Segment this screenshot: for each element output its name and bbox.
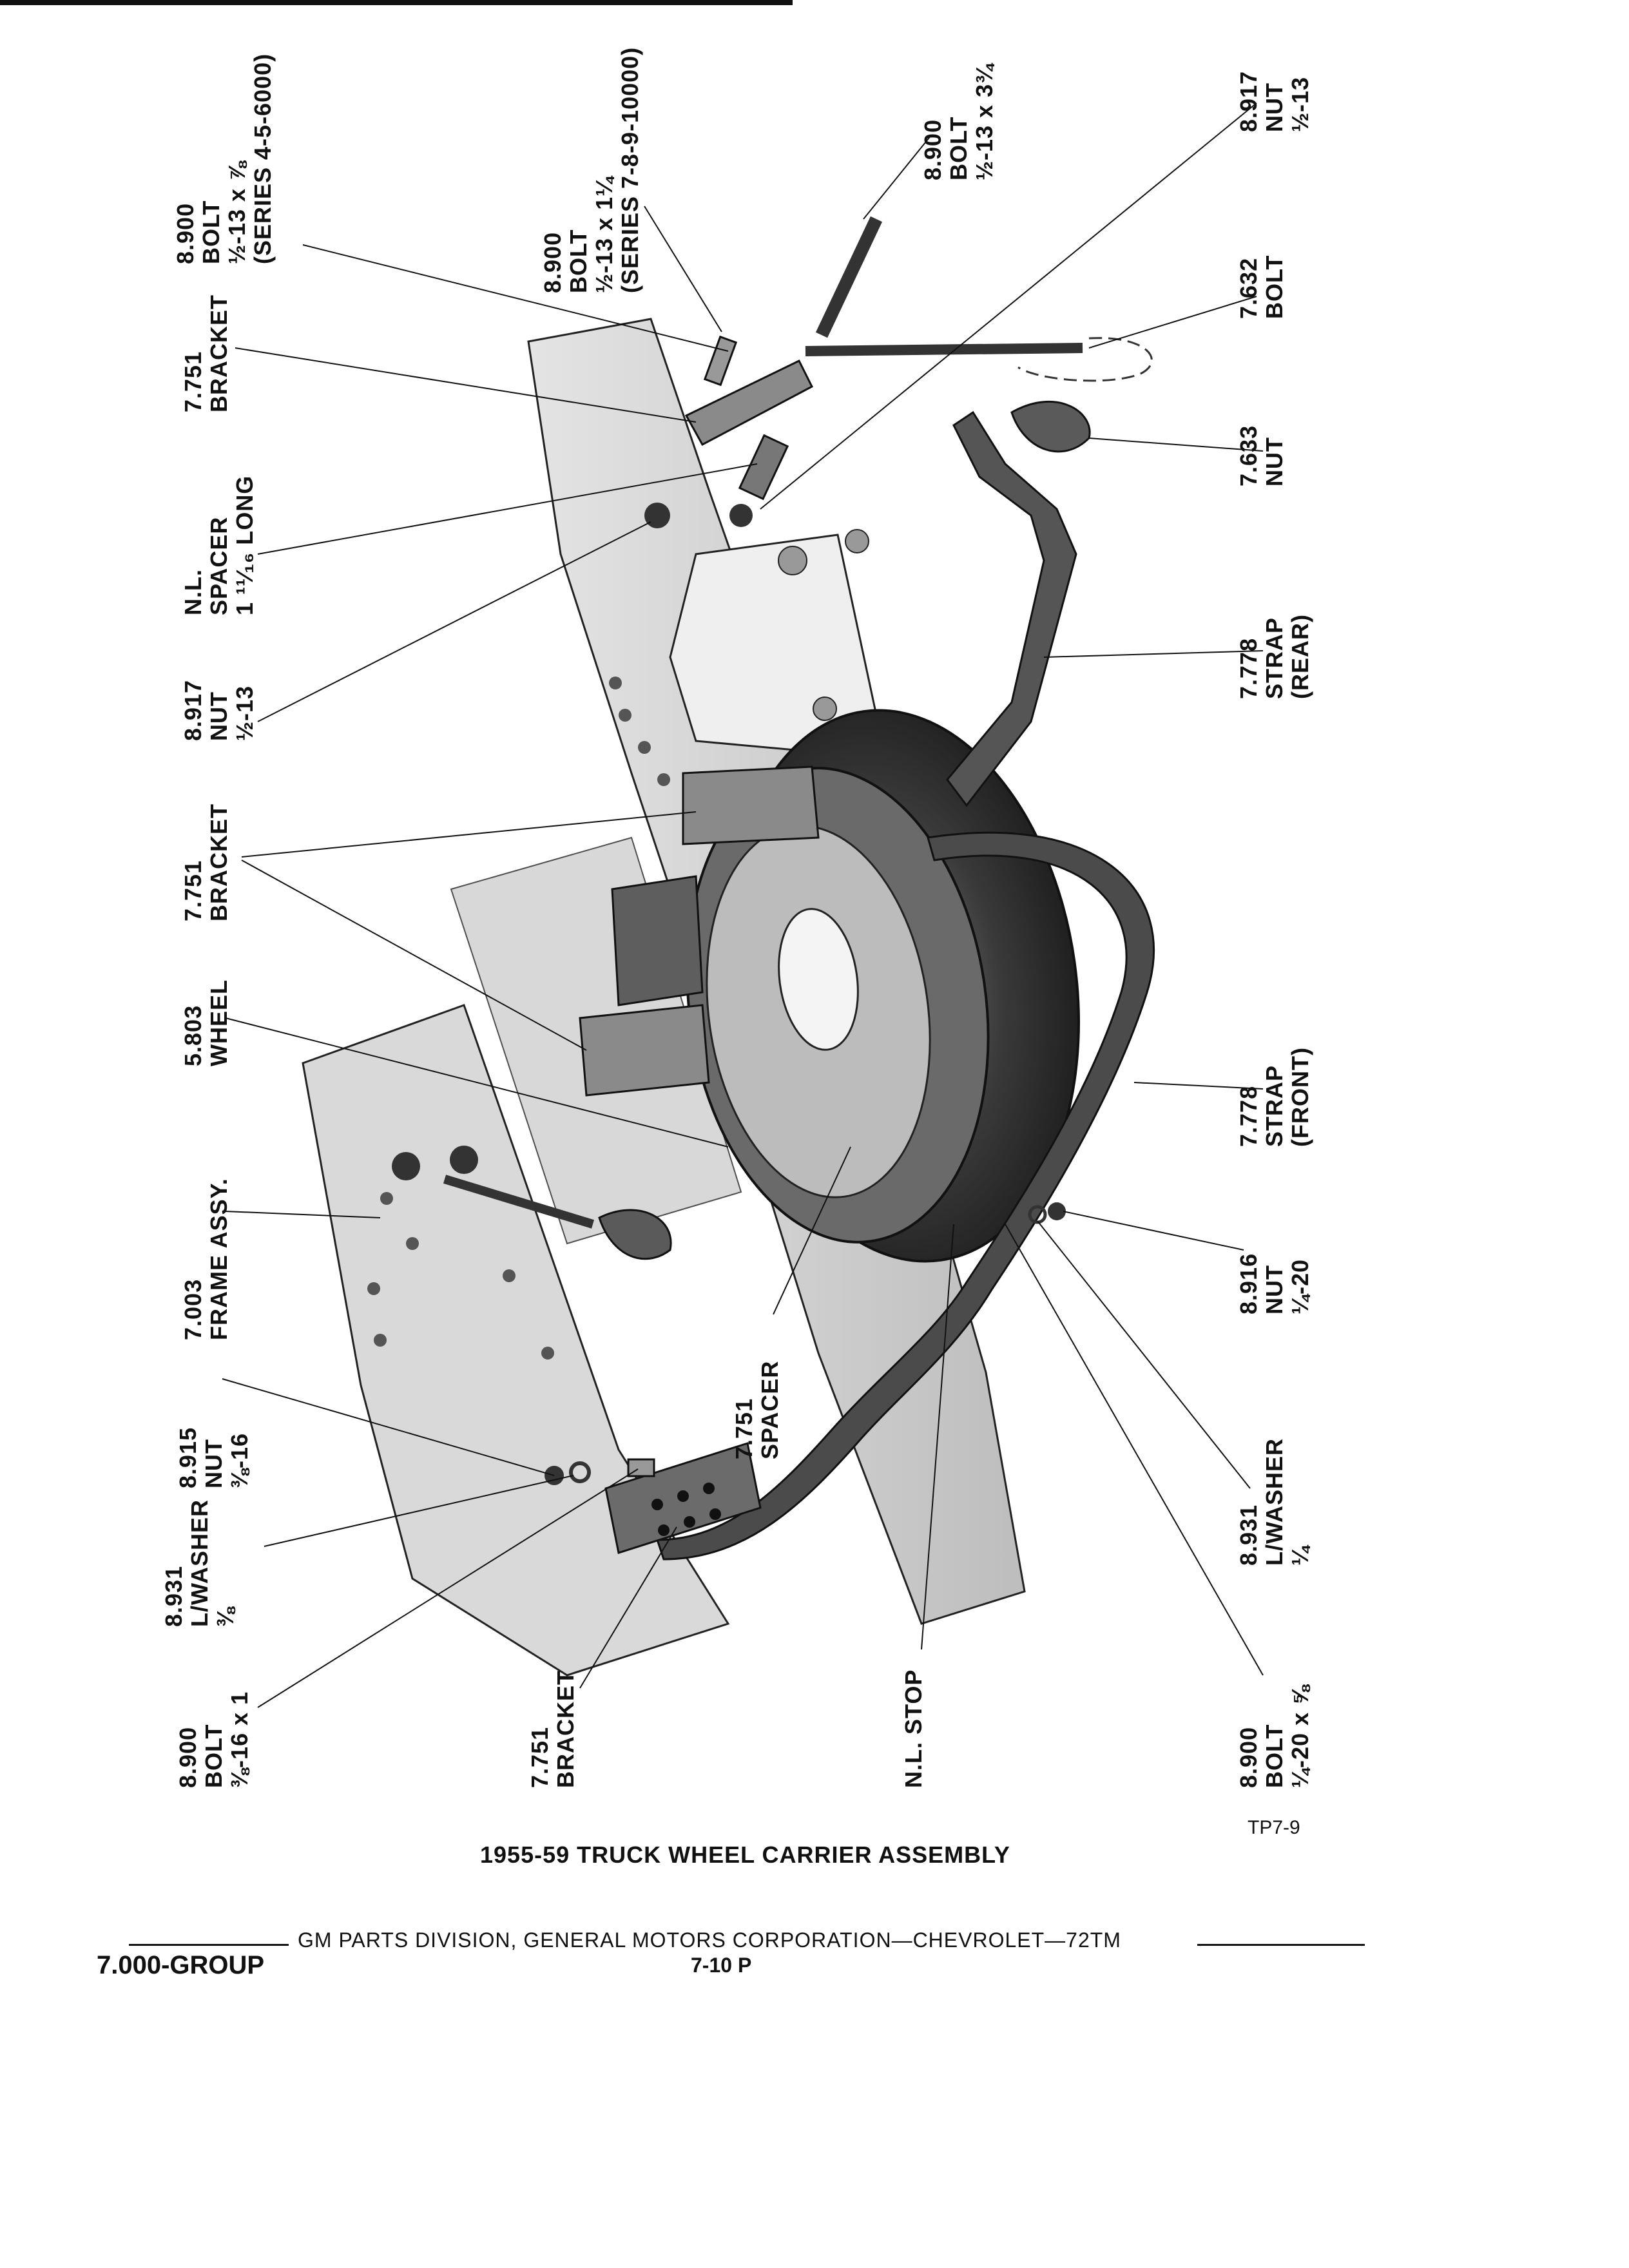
middle-bracket-side	[611, 875, 704, 1006]
callout-wing-nut: 7.633 NUT	[1235, 425, 1287, 486]
callout-bolt-three-eighths: 8.900 BOLT ⅜-16 x 1	[175, 1691, 253, 1788]
callout-bolt-series-7-8-9-10000: 8.900 BOLT ½-13 x 1¼ (SERIES 7-8-9-10000…	[539, 46, 643, 293]
eye-bolt-loop	[1017, 337, 1153, 382]
callout-wheel: 5.803 WHEEL	[180, 979, 232, 1066]
middle-bracket-upper	[682, 765, 820, 845]
callout-stop: N.L. STOP	[900, 1669, 927, 1788]
callout-washer-three-eighths: 8.931 L/WASHER ⅜	[160, 1499, 238, 1627]
callout-nut-three-eighths: 8.915 NUT ⅜-16	[175, 1427, 253, 1488]
callout-washer-quarter: 8.931 L/WASHER ¼	[1235, 1437, 1313, 1566]
callout-bracket-middle: 7.751 BRACKET	[180, 803, 232, 921]
footer-publisher: GM PARTS DIVISION, GENERAL MOTORS CORPOR…	[298, 1928, 1121, 1952]
front-tie-rod	[443, 1175, 595, 1229]
callout-nut-left: 8.917 NUT ½-13	[180, 679, 258, 741]
callout-strap-rear: 7.778 STRAP (REAR)	[1235, 614, 1313, 699]
strap-rear-shape	[946, 410, 1077, 807]
callout-eye-bolt: 7.632 BOLT	[1235, 255, 1287, 319]
callout-spacer-long: N.L. SPACER 1 ¹¹⁄₁₆ LONG	[180, 475, 258, 615]
nut-left-part	[644, 503, 670, 528]
bolt-three-eighths-part	[627, 1458, 655, 1477]
spacer-long-part	[738, 434, 789, 501]
wing-nut-part	[1010, 400, 1091, 453]
scan-edge	[0, 0, 793, 5]
leader-lines	[222, 102, 1264, 1708]
washer-three-eighths-part	[569, 1461, 591, 1483]
wheel-hub-hole	[778, 908, 859, 1051]
footer-rule-left	[129, 1944, 289, 1946]
frame-holes	[367, 677, 670, 1360]
eye-bolt-part	[805, 343, 1083, 356]
nut-quarter-part	[1048, 1202, 1066, 1220]
callout-bolt-quarter: 8.900 BOLT ¼-20 x ⅝	[1235, 1684, 1313, 1788]
nut-top-part	[729, 504, 753, 527]
callout-bolt-series-4-5-6000: 8.900 BOLT ½-13 x ⅞ (SERIES 4-5-6000)	[172, 53, 276, 264]
callout-bracket-bottom: 7.751 BRACKET	[526, 1670, 579, 1788]
washer-quarter-part	[1028, 1205, 1047, 1224]
front-wing-nut	[598, 1209, 672, 1260]
group-label: 7.000-GROUP	[97, 1951, 265, 1979]
middle-bracket-lower	[579, 1004, 710, 1097]
callout-bolt-long: 8.900 BOLT ½-13 x 3¾	[920, 63, 998, 180]
strap-front-shape	[655, 831, 1155, 1561]
callout-frame: 7.003 FRAME ASSY.	[180, 1178, 232, 1340]
bolt-short-part	[703, 335, 738, 387]
callout-nut-quarter: 8.916 NUT ¼-20	[1235, 1253, 1313, 1314]
bracket-holes	[651, 1483, 721, 1536]
callout-nut-top-right: 8.917 NUT ½-13	[1235, 70, 1313, 132]
page-number: 7-10 P	[691, 1954, 752, 1977]
footer-rule-right	[1197, 1944, 1365, 1946]
figure-caption: 1955-59 TRUCK WHEEL CARRIER ASSEMBLY	[480, 1841, 1010, 1868]
callout-bracket-top: 7.751 BRACKET	[180, 294, 232, 412]
top-bracket	[684, 360, 813, 447]
bolt-long-part	[815, 216, 883, 338]
figure-code: TP7-9	[1248, 1817, 1300, 1838]
callout-spacer: 7.751 SPACER	[731, 1360, 783, 1459]
callout-strap-front: 7.778 STRAP (FRONT)	[1235, 1047, 1313, 1147]
